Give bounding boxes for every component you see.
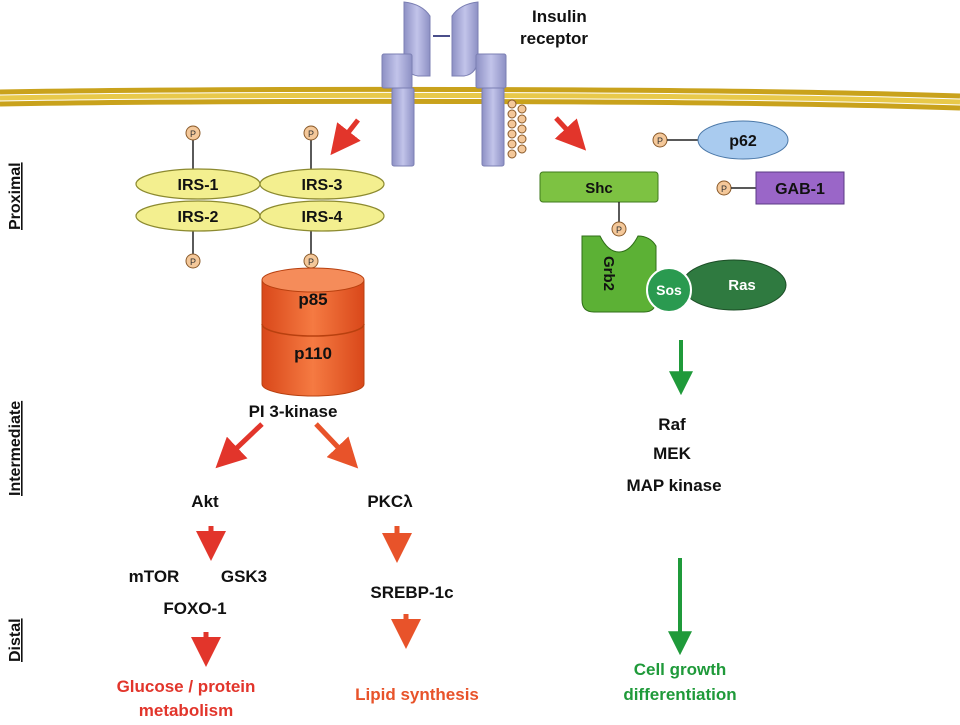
glucose-outcome-line2: metabolism [139,701,233,720]
pkc-label: PKCλ [367,492,413,511]
phospho-gab1: P [721,184,727,194]
akt-label: Akt [191,492,219,511]
receptor-label-line1: Insulin [532,7,587,26]
glucose-outcome-line1: Glucose / protein [117,677,256,696]
ras-label: Ras [728,277,756,294]
receptor-phospho-cluster [507,99,527,159]
arrow-receptor-to-shc [554,116,587,151]
gab1-node: P GAB-1 [716,171,845,205]
cell-membrane [0,86,960,111]
pi3k-complex: p85 p110 [261,267,365,397]
irs2-label: IRS-2 [178,209,219,226]
insulin-receptor [381,1,527,167]
gab1-label: GAB-1 [775,181,825,198]
irs1-label: IRS-1 [178,177,219,194]
shc-label: Shc [585,180,613,197]
phospho-irs2: P [190,257,196,267]
gsk3-label: GSK3 [221,567,267,586]
stage-label-proximal: Proximal [7,162,24,230]
receptor-label-line2: receptor [520,29,588,48]
irs4-label: IRS-4 [302,209,343,226]
p62-label: p62 [729,133,757,150]
grb2-node [581,235,657,313]
arrow-pi3k-to-pkc [314,422,359,469]
phospho-irs1: P [190,129,196,139]
raf-label: Raf [658,415,686,434]
p110-label: p110 [294,344,332,363]
mapk-label: MAP kinase [626,476,721,495]
mek-label: MEK [653,444,692,463]
irs-phospho-sites: P P P P [185,125,319,269]
arrow-pi3k-to-akt [215,422,264,469]
phospho-shc: P [616,225,622,235]
phospho-irs3: P [308,129,314,139]
stage-label-intermediate: Intermediate [7,401,24,496]
shc-node [539,171,659,203]
lipid-outcome: Lipid synthesis [355,685,479,704]
grb2-label: Grb2 [600,256,617,291]
p85-label: p85 [298,290,327,309]
sos-node [646,267,692,313]
irs4-node [259,200,385,232]
growth-outcome-line1: Cell growth [634,660,727,679]
srebp-label: SREBP-1c [370,583,453,602]
mtor-label: mTOR [129,567,180,586]
phospho-irs4: P [308,257,314,267]
sos-label: Sos [656,282,682,298]
irs3-label: IRS-3 [302,177,343,194]
phospho-p62: P [657,136,663,146]
growth-outcome-line2: differentiation [623,685,736,704]
irs3-node [259,168,385,200]
irs-complex: IRS-1 IRS-3 IRS-2 IRS-4 [135,168,385,232]
stage-label-distal: Distal [7,618,24,662]
p62-node: P p62 [652,120,789,160]
ras-complex: Shc P Grb2 Ras Sos [539,171,787,313]
arrow-receptor-to-irs [330,118,361,156]
pi3k-label: PI 3-kinase [249,402,338,421]
foxo1-label: FOXO-1 [163,599,226,618]
